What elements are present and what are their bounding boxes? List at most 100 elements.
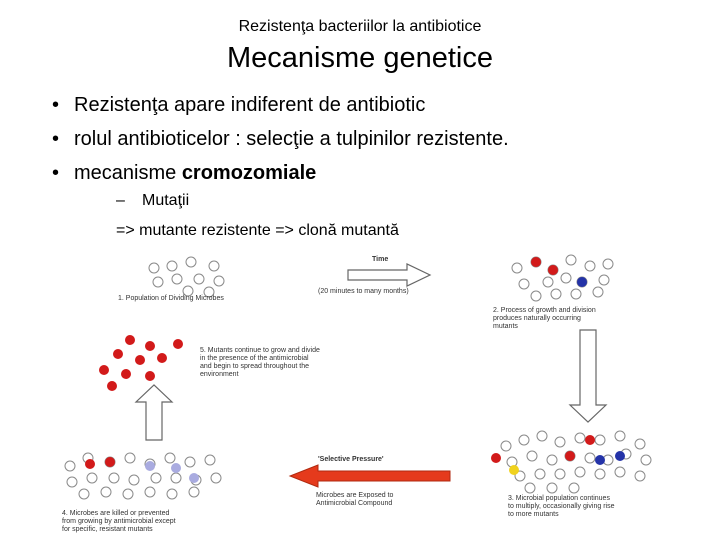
exposed-label-line-1: Microbes are Exposed to [316,492,394,499]
microbe-red [145,371,155,381]
microbe [170,472,182,484]
microbe [634,470,646,482]
microbe [640,454,652,466]
slide-title: Mecanisme genetice [227,42,493,74]
microbe [550,288,562,300]
microbe [182,285,194,297]
microbe [524,482,536,494]
step-1-caption: 1. Population of Dividing Microbes [118,295,224,302]
population-5 [99,335,183,391]
microbe-red [107,381,117,391]
step-5-caption-line-4: environment [200,371,239,378]
time-label: Time [372,256,388,263]
microbe [634,438,646,450]
bullet-item: rolul antibioticelor : selecţie a tulpin… [52,126,702,160]
microbe [542,276,554,288]
microbe [171,273,183,285]
microbe [152,276,164,288]
microbe [185,256,197,268]
step-3-caption-line-2: to multiply, occasionally giving rise [508,503,615,510]
selective-pressure-arrow: 'Selective Pressure' Microbes are Expose… [288,456,451,507]
microbe-red [173,339,183,349]
down-arrow [568,329,608,423]
microbe-red [157,353,167,363]
microbe [64,460,76,472]
microbe-lavender [145,461,155,471]
microbe [594,434,606,446]
microbe [166,260,178,272]
microbe [574,432,586,444]
bullet-bold-text: cromozomiale [181,162,317,184]
microbe-red [85,459,95,469]
up-arrow [134,384,174,441]
step-4-caption-line-1: 4. Microbes are killed or prevented [62,510,169,517]
microbe [530,290,542,302]
microbe-blue [577,277,587,287]
microbe [554,436,566,448]
microbe [208,260,220,272]
microbe-red [99,365,109,375]
microbe [518,278,530,290]
sub-bullet-dash: – [116,192,125,209]
microbe [122,488,134,500]
microbe [534,468,546,480]
microbe-red [491,453,501,463]
microbe [560,272,572,284]
microbe [184,456,196,468]
microbe [203,286,215,298]
microbe [86,472,98,484]
bullet-text: rolul antibioticelor : selecţie a tulpin… [74,128,509,150]
step-5-caption-line-1: 5. Mutants continue to grow and divide [200,347,320,354]
exposed-label-line-2: Antimicrobial Compound [316,500,392,507]
microbe [204,454,216,466]
microbe [602,258,614,270]
time-arrow: Time (20 minutes to many months) [318,256,432,295]
microbe [584,260,596,272]
microbe-red [113,349,123,359]
microbe [526,450,538,462]
microbe [148,262,160,274]
slide-subtitle: Rezistenţa bacteriilor la antibiotice [238,18,482,35]
microbe-blue [595,455,605,465]
bullet-item: mecanisme cromozomiale [52,160,702,194]
population-3 [491,430,652,494]
microbe-lavender [189,473,199,483]
time-range-label: (20 minutes to many months) [318,288,409,295]
microbe [164,452,176,464]
microbe-red [125,335,135,345]
microbe-yellow [509,465,519,475]
microbe [78,488,90,500]
microbe [108,472,120,484]
microbe [554,468,566,480]
bullet-text: mecanisme [74,162,182,184]
microbe [594,468,606,480]
microbe-red [135,355,145,365]
population-1 [148,256,225,298]
microbe [511,262,523,274]
selective-pressure-label: 'Selective Pressure' [318,456,384,463]
step-5-caption-line-2: in the presence of the antimicrobial [200,355,309,362]
microbe-blue [615,451,625,461]
population-2 [511,254,614,302]
bullet-item: Rezistenţa apare indiferent de antibioti… [52,92,702,126]
microbe [574,466,586,478]
microbe-red [585,435,595,445]
microbe [518,434,530,446]
microbe [124,452,136,464]
microbe [144,486,156,498]
microbe-red [121,369,131,379]
microbe-red [531,257,541,267]
microbe-red [548,265,558,275]
bullet-list: Rezistenţa apare indiferent de antibioti… [52,92,702,194]
microbe [100,486,112,498]
microbe [128,474,140,486]
microbe [614,430,626,442]
population-4 [64,452,222,500]
step-3-caption-line-1: 3. Microbial population continues [508,495,610,502]
microbe [210,472,222,484]
step-5-caption-line-3: and begin to spread throughout the [200,363,309,370]
microbe [584,452,596,464]
microbe [188,486,200,498]
microbe [565,254,577,266]
